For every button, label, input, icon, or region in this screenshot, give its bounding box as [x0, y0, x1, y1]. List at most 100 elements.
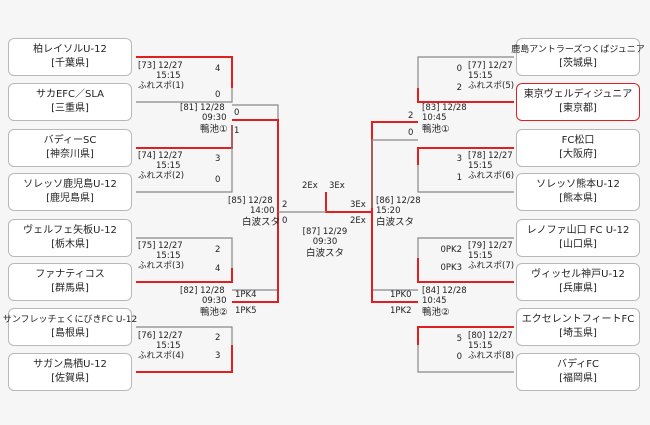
- line-m76-winner: [136, 345, 233, 373]
- team-pref: [山口県]: [559, 239, 597, 250]
- score-m78-bottom: 1: [456, 173, 462, 183]
- match-venue: 鴨池②: [422, 307, 450, 318]
- team-box-kashima-tsukuba: 鹿島アントラーズつくばジュニア [茨城県]: [511, 38, 645, 76]
- team-name: ヴェルフェ矢板U-12: [23, 225, 117, 236]
- team-name: 東京ヴェルディジュニア: [523, 89, 633, 100]
- team-pref: [栃木県]: [51, 239, 89, 250]
- line-m78-winner: [417, 147, 514, 165]
- team-pref: [千葉県]: [51, 58, 89, 69]
- team-name: サガン鳥栖U-12: [33, 359, 107, 370]
- score-m85-top: 2: [282, 200, 288, 210]
- match-time: 15:15: [156, 71, 181, 81]
- score-m83-top: 2: [408, 111, 414, 121]
- team-name: ヴィッセル神戸U-12: [531, 269, 625, 280]
- team-box-buddy-sc: バディーSC [神奈川県]: [8, 129, 132, 167]
- score-final-left: 2Ex: [302, 181, 318, 191]
- line-m80-loser: [417, 345, 514, 373]
- line-m84-winner: [371, 208, 418, 303]
- score-m77-top: 0: [456, 64, 462, 74]
- score-m80-top: 5: [456, 334, 462, 344]
- team-pref: [兵庫県]: [559, 283, 597, 294]
- team-pref: [島根県]: [51, 328, 89, 339]
- match-number: [81] 12/28: [180, 103, 225, 113]
- match-number: [76] 12/27: [138, 331, 183, 341]
- match-time: 14:00: [250, 206, 275, 216]
- team-box-tokyo-verdy-champion: 東京ヴェルディジュニア [東京都]: [516, 83, 640, 121]
- score-m81-bottom: 1: [234, 126, 240, 136]
- score-m77-bottom: 2: [456, 83, 462, 93]
- match-venue: ふれスポ(1): [138, 81, 185, 91]
- score-m75-bottom: 4: [215, 264, 221, 274]
- team-name: ソレッソ熊本U-12: [536, 179, 620, 190]
- match-venue: 鴨池①: [200, 124, 228, 135]
- score-m84-top: 1PK0: [390, 290, 412, 300]
- team-pref: [群馬県]: [51, 283, 89, 294]
- match-number: [84] 12/28: [422, 286, 467, 296]
- match-venue: ふれスポ(7): [468, 261, 515, 271]
- match-time: 15:15: [156, 341, 181, 351]
- line-m82-winner: [232, 208, 279, 303]
- line-m79-winner: [417, 258, 514, 283]
- team-box-sanfrecce-kunibiki: サンフレッチェくにびきFC U-12 [島根県]: [3, 308, 137, 346]
- match-number: [74] 12/27: [138, 151, 183, 161]
- team-pref: [福岡県]: [559, 373, 597, 384]
- team-name: バディーSC: [43, 135, 97, 146]
- team-name: 鹿島アントラーズつくばジュニア: [511, 45, 645, 55]
- match-venue: 鴨池②: [200, 307, 228, 318]
- line-m78-loser: [417, 165, 514, 193]
- match-time: 15:15: [468, 161, 493, 171]
- match-number: [73] 12/27: [138, 61, 183, 71]
- score-m86-top: 3Ex: [350, 200, 366, 210]
- line-m73-winner: [136, 56, 233, 88]
- team-pref: [茨城県]: [559, 58, 597, 69]
- match-venue: 白波スタ: [376, 217, 415, 228]
- match-venue: ふれスポ(8): [468, 351, 515, 361]
- score-m73-bottom: 0: [215, 90, 221, 100]
- score-m83-bottom: 0: [408, 128, 414, 138]
- team-name: レノファ山口 FC U-12: [526, 225, 630, 236]
- team-name: ソレッソ鹿児島U-12: [23, 179, 117, 190]
- team-pref: [熊本県]: [559, 193, 597, 204]
- match-venue: ふれスポ(6): [468, 171, 515, 181]
- score-m85-bottom: 0: [282, 216, 288, 226]
- team-box-sakae: サカEFC／SLA[三重県]: [8, 83, 132, 121]
- team-name: サンフレッチェくにびきFC U-12: [2, 315, 138, 325]
- score-m78-top: 3: [456, 154, 462, 164]
- score-m86-bottom: 2Ex: [350, 216, 366, 226]
- match-number: [85] 12/28: [228, 196, 273, 206]
- score-m79-bottom: 0PK3: [440, 263, 462, 273]
- match-time: 15:15: [468, 341, 493, 351]
- team-pref: [鹿児島県]: [46, 193, 94, 204]
- match-time: 09:30: [202, 113, 227, 123]
- score-m81-top: 0: [234, 108, 240, 118]
- line-m80-winner: [417, 326, 514, 345]
- line-m83-loser: [371, 139, 418, 208]
- match-number: [78] 12/27: [468, 151, 513, 161]
- team-box-renofa-yamaguchi: レノファ山口 FC U-12 [山口県]: [516, 219, 640, 257]
- match-venue: 白波スタ: [305, 248, 344, 259]
- match-time: 15:15: [156, 161, 181, 171]
- match-number: [86] 12/28: [376, 196, 421, 206]
- match-venue: 白波スタ: [242, 217, 281, 228]
- line-m77-winner: [417, 88, 514, 103]
- match-time: 15:15: [156, 251, 181, 261]
- match-number: [87] 12/29: [302, 227, 348, 237]
- team-pref: [神奈川県]: [46, 149, 94, 160]
- score-m75-top: 2: [215, 245, 221, 255]
- match-venue: ふれスポ(5): [468, 81, 515, 91]
- match-number: [77] 12/27: [468, 61, 513, 71]
- match-venue: ふれスポ(3): [138, 261, 185, 271]
- team-pref: [東京都]: [559, 103, 597, 114]
